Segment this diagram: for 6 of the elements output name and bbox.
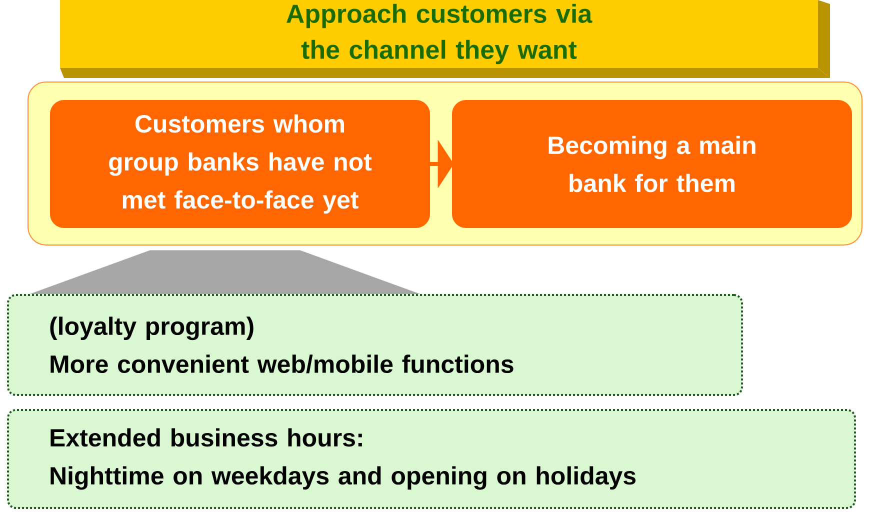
process-box: Customers whom group banks have not met face-to-face yet	[50, 100, 430, 228]
process-box: Becoming a main bank for them	[452, 100, 852, 228]
note-box: (loyalty program) More convenient web/mobile functions	[7, 294, 743, 396]
callout-wedge	[30, 250, 420, 294]
title-banner: Approach customers via the channel they want	[60, 0, 830, 78]
note-box: Extended business hours: Nighttime on weekdays and opening on holidays	[7, 409, 856, 509]
